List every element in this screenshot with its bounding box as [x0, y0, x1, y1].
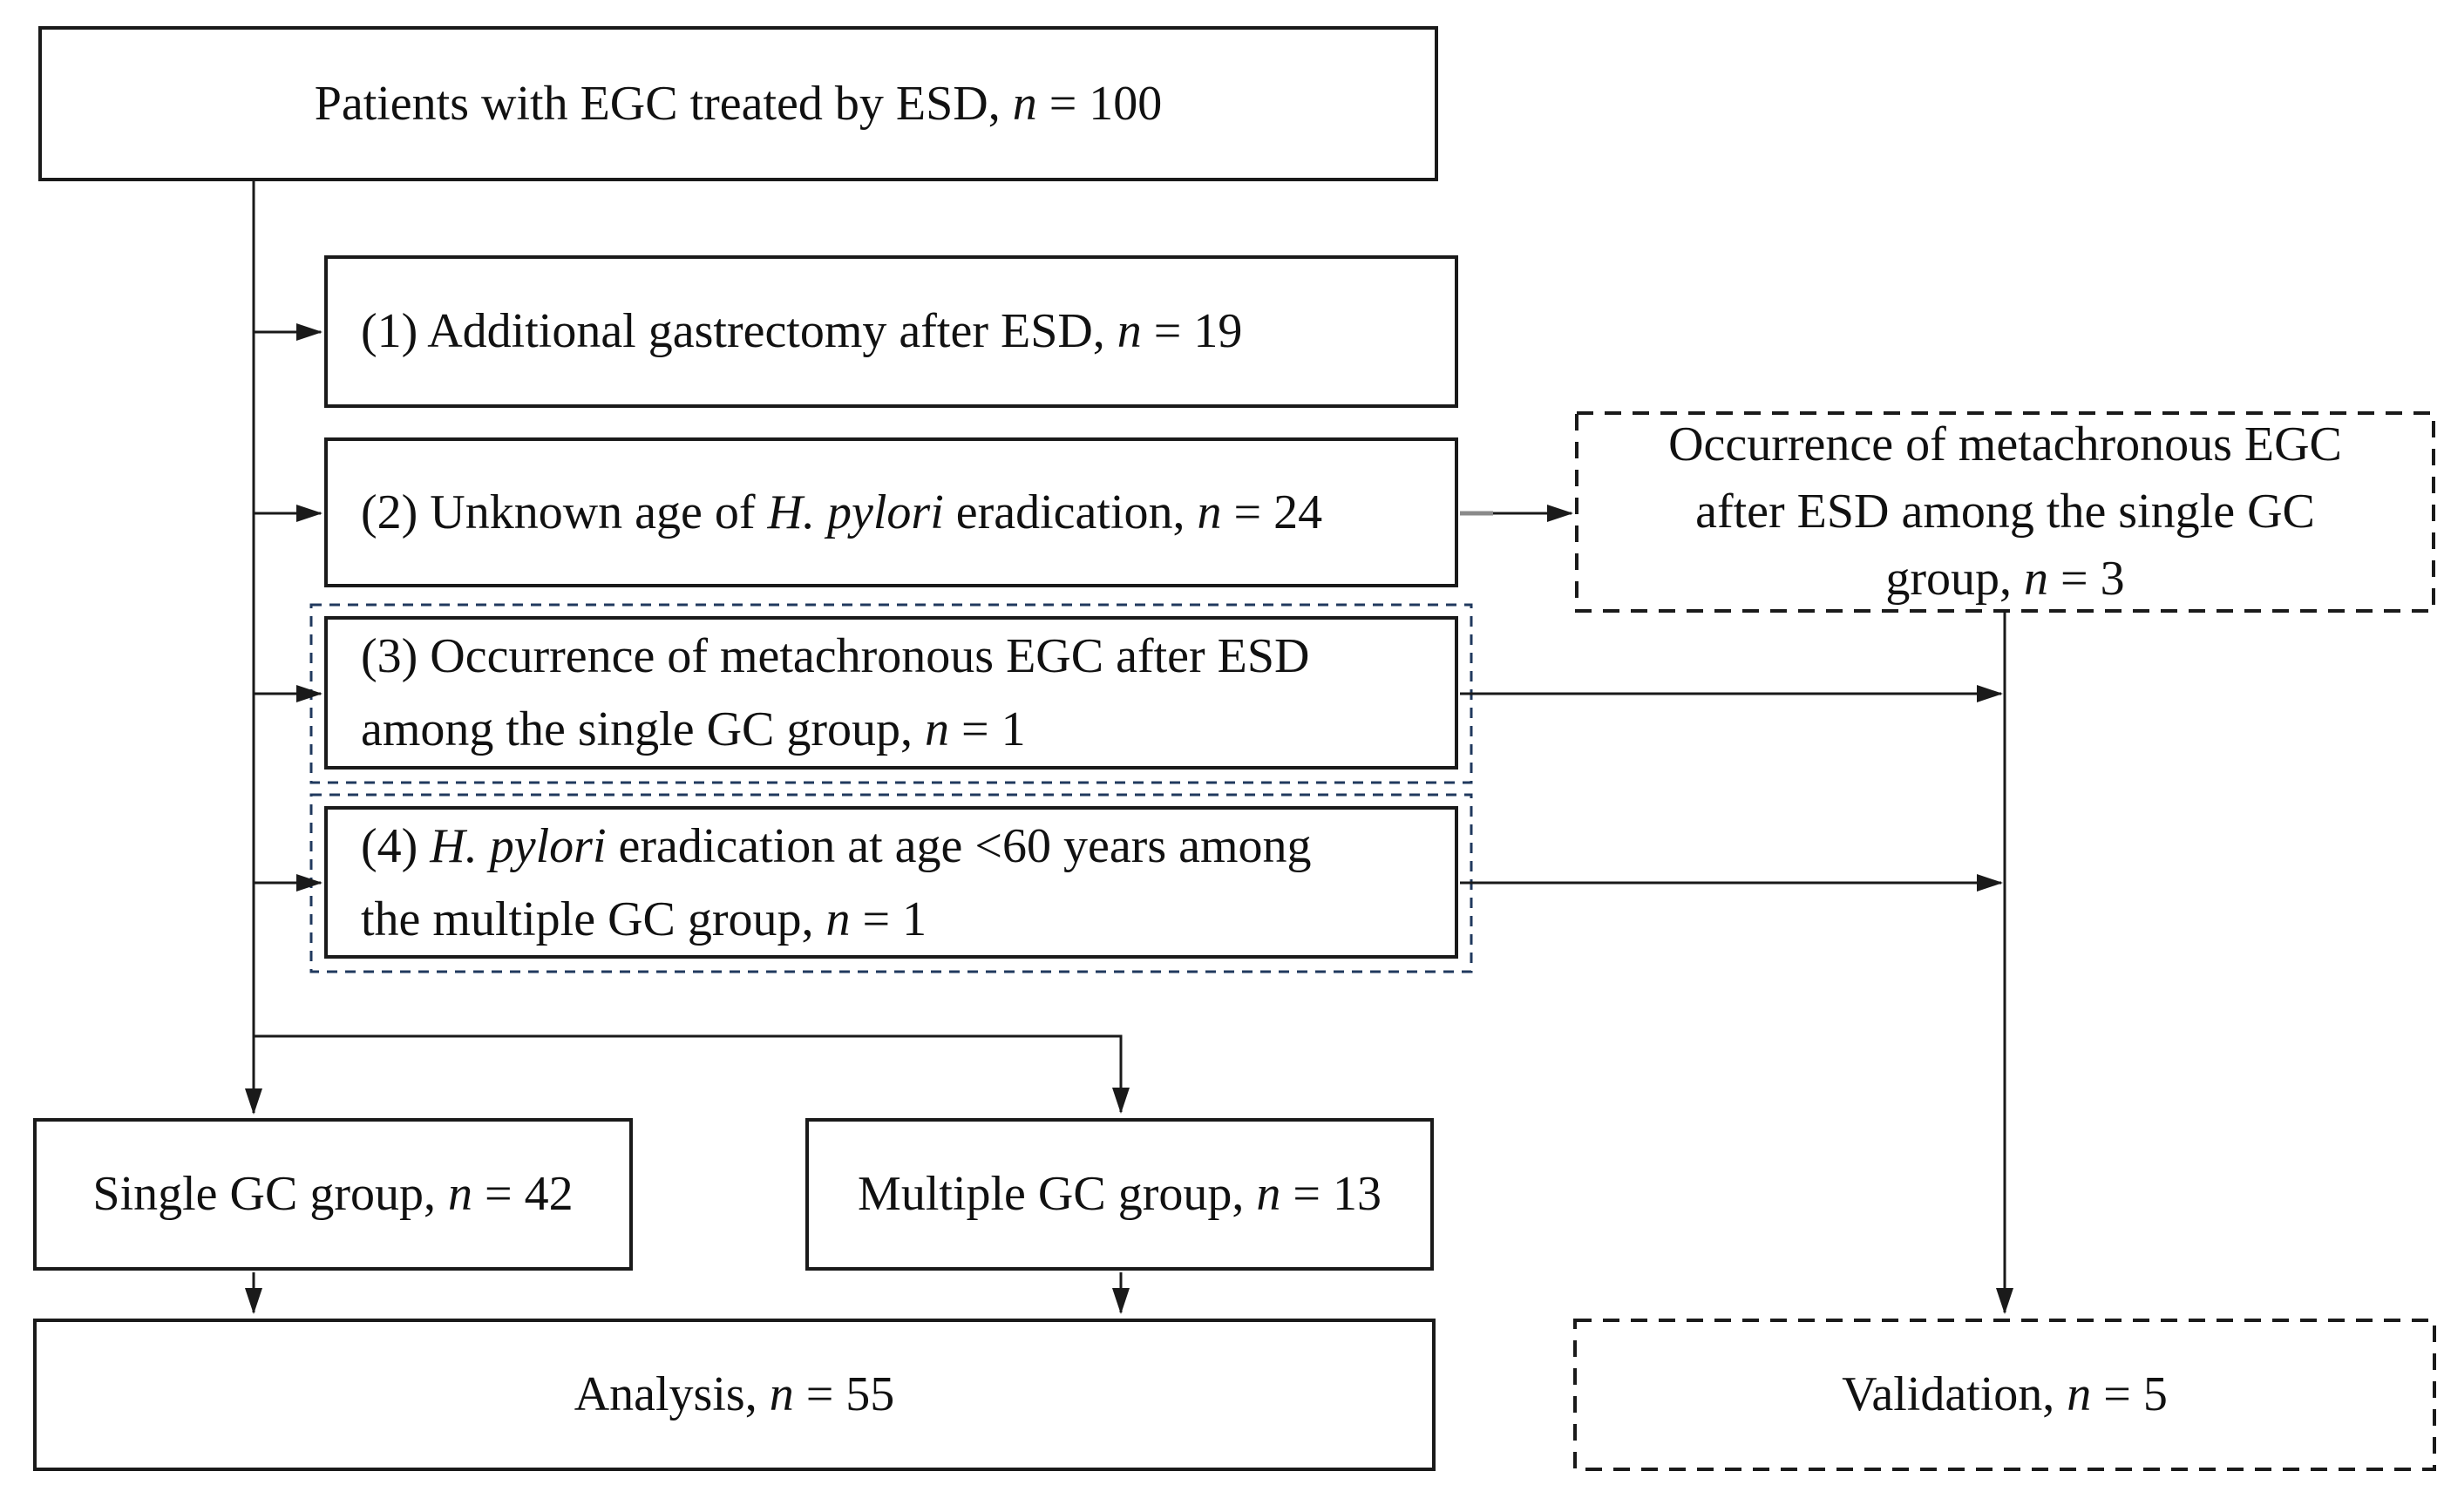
node-exclusion-1-gastrectomy: (1) Additional gastrectomy after ESD, n … [324, 255, 1458, 408]
node-single-gc-group-label: Single GC group, n = 42 [92, 1167, 574, 1222]
connector-spine-to-multiple [253, 1034, 1130, 1114]
node-exclusion-3-metachronous-single: (3) Occurrence of metachronous EGC after… [324, 616, 1458, 770]
node-validation-label: Validation, n = 5 [1842, 1367, 2168, 1422]
node-exclusion-2-label: (2) Unknown age of H. pylori eradication… [361, 485, 1323, 539]
node-exclusion-3-label: (3) Occurrence of metachronous EGC after… [361, 629, 1310, 756]
node-patients-egc-esd-label: Patients with EGC treated by ESD, n = 10… [314, 76, 1163, 131]
node-analysis: Analysis, n = 55 [33, 1319, 1436, 1471]
node-exclusion-2-unknown-age: (2) Unknown age of H. pylori eradication… [324, 437, 1458, 587]
node-validation: Validation, n = 5 [1573, 1319, 2436, 1471]
node-exclusion-4-eradication-age: (4) H. pylori eradication at age <60 yea… [324, 806, 1458, 959]
node-multiple-gc-group-label: Multiple GC group, n = 13 [858, 1167, 1382, 1222]
node-analysis-label: Analysis, n = 55 [574, 1367, 895, 1422]
node-exclusion-4-label: (4) H. pylori eradication at age <60 yea… [361, 818, 1312, 946]
node-exclusion-1-label: (1) Additional gastrectomy after ESD, n … [361, 304, 1243, 359]
node-multiple-gc-group: Multiple GC group, n = 13 [805, 1118, 1434, 1271]
node-single-gc-group: Single GC group, n = 42 [33, 1118, 633, 1271]
node-patients-egc-esd: Patients with EGC treated by ESD, n = 10… [38, 26, 1438, 181]
